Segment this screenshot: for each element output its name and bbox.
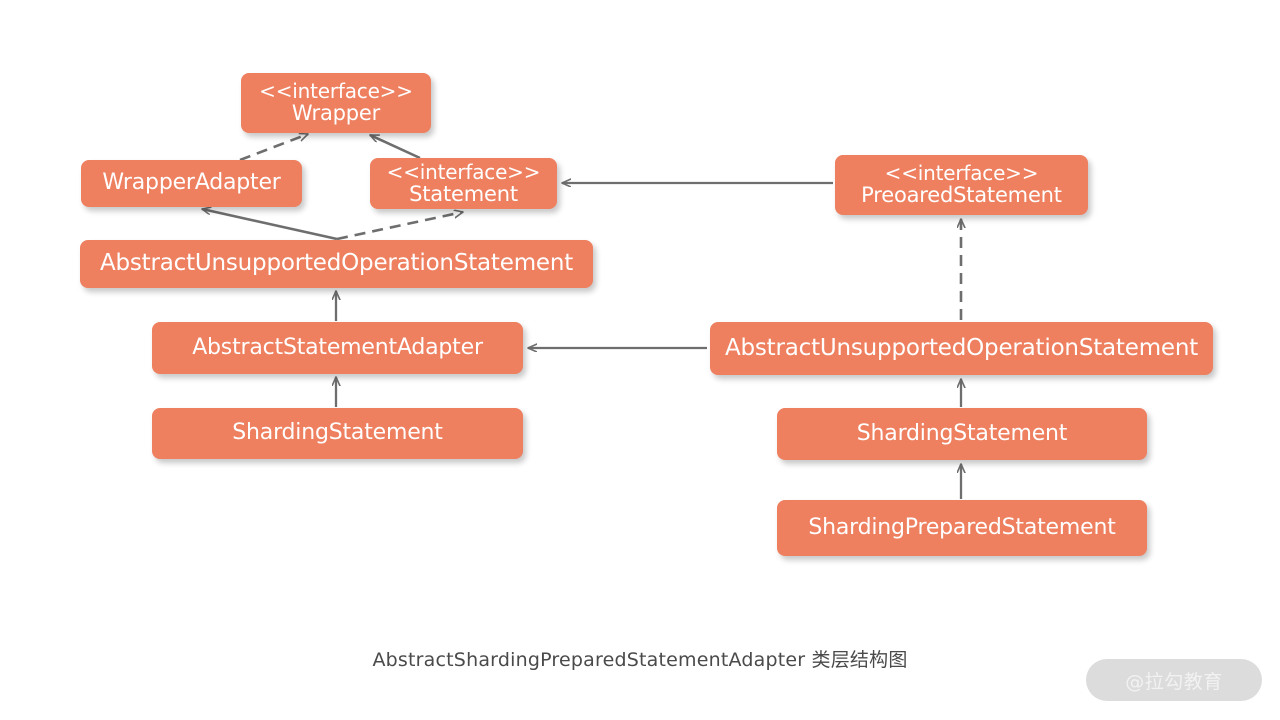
class-box-statement[interactable]: <<interface>> Statement [370,158,557,209]
class-name-label: Wrapper [291,101,381,126]
class-name-label: Statement [409,181,518,206]
watermark-text: @拉勾教育 [1125,670,1223,693]
class-name-label: AbstractUnsupportedOperationStatement [99,250,574,277]
class-box-abstract-unsupported-operation-statement-right[interactable]: AbstractUnsupportedOperationStatement [710,322,1213,375]
class-box-abstract-statement-adapter[interactable]: AbstractStatementAdapter [152,322,523,374]
edge-statement-to-wrapper [370,133,421,160]
stereotype-label: <<interface>> [386,159,541,184]
edge-wrapper-adapter-to-wrapper [239,134,308,162]
class-name-label: AbstractUnsupportedOperationStatement [724,334,1199,361]
class-name-label: WrapperAdapter [102,170,281,196]
class-box-sharding-prepared-statement[interactable]: ShardingPreparedStatement [777,500,1147,556]
watermark-badge: @拉勾教育 [1086,659,1262,701]
edge-auos-left-to-statement [336,212,463,241]
class-name-label: ShardingStatement [856,420,1068,446]
diagram-caption: AbstractShardingPreparedStatementAdapter… [372,649,908,671]
stereotype-label: <<interface>> [259,79,413,104]
class-box-wrapper-adapter[interactable]: WrapperAdapter [81,160,302,207]
edge-auos-left-to-wrapper-adapter [202,209,338,241]
class-name-label: ShardingPreparedStatement [808,514,1116,540]
class-box-abstract-unsupported-operation-statement-left[interactable]: AbstractUnsupportedOperationStatement [80,240,593,288]
class-box-sharding-statement-left[interactable]: ShardingStatement [152,408,523,459]
class-box-preoared-statement[interactable]: <<interface>> PreoaredStatement [835,155,1088,215]
class-name-label: AbstractStatementAdapter [192,334,483,360]
class-name-label: PreoaredStatement [861,183,1062,208]
class-box-sharding-statement-right[interactable]: ShardingStatement [777,408,1147,460]
class-name-label: ShardingStatement [232,420,443,446]
stereotype-label: <<interface>> [884,161,1039,186]
class-box-wrapper[interactable]: <<interface>> Wrapper [241,73,431,133]
